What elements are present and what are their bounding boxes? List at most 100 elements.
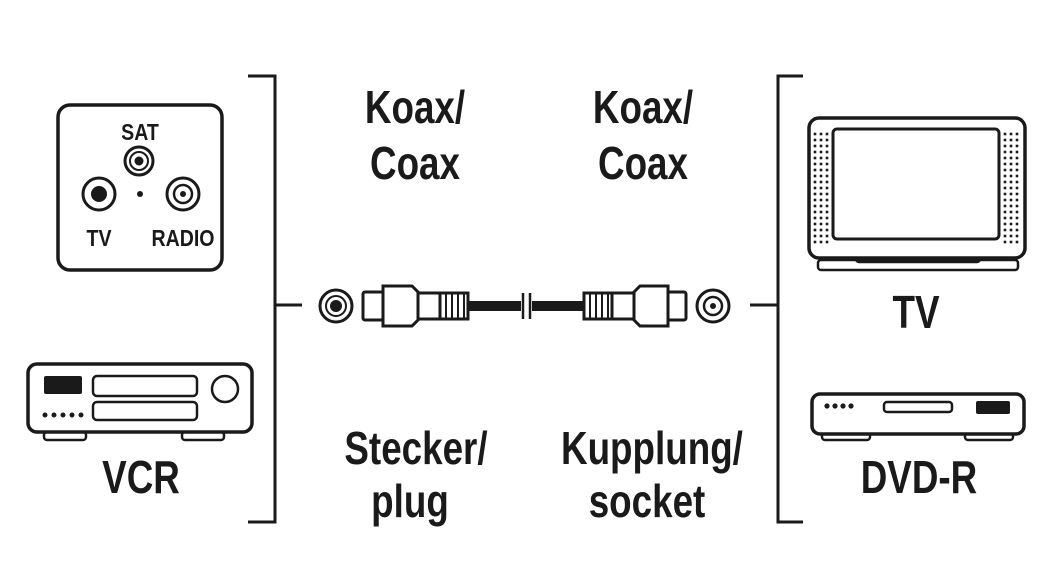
- speaker-dot: [825, 132, 829, 136]
- speaker-dot: [819, 150, 823, 154]
- coax-cable-icon: [318, 284, 731, 328]
- speaker-dot: [1003, 150, 1007, 154]
- speaker-dot: [1009, 222, 1013, 226]
- speaker-dot: [819, 216, 823, 220]
- speaker-dot: [1003, 144, 1007, 148]
- speaker-dot: [1015, 198, 1019, 202]
- speaker-dot: [813, 240, 817, 244]
- speaker-dot: [1015, 144, 1019, 148]
- speaker-dot: [1009, 180, 1013, 184]
- speaker-dot: [1015, 162, 1019, 166]
- speaker-dot: [825, 210, 829, 214]
- speaker-dot: [825, 222, 829, 226]
- speaker-dot: [1009, 174, 1013, 178]
- speaker-dot: [1009, 168, 1013, 172]
- speaker-dot: [1015, 138, 1019, 142]
- coax-plug-icon: [318, 288, 354, 324]
- speaker-dot: [1003, 216, 1007, 220]
- speaker-dot: [813, 216, 817, 220]
- speaker-dot: [819, 138, 823, 142]
- speaker-dot: [819, 144, 823, 148]
- speaker-dot: [819, 198, 823, 202]
- speaker-dot: [1009, 150, 1013, 154]
- speaker-dot: [819, 186, 823, 190]
- speaker-dot: [825, 192, 829, 196]
- speaker-dot: [819, 174, 823, 178]
- speaker-dot: [1015, 156, 1019, 160]
- speaker-dot: [819, 210, 823, 214]
- speaker-dot: [1003, 222, 1007, 226]
- speaker-dot: [1009, 216, 1013, 220]
- speaker-dot: [813, 132, 817, 136]
- speaker-dot: [1003, 210, 1007, 214]
- speaker-dot: [1009, 198, 1013, 202]
- speaker-dot: [813, 180, 817, 184]
- right-bracket: [776, 74, 803, 524]
- speaker-dot: [813, 150, 817, 154]
- speaker-dot: [1015, 240, 1019, 244]
- speaker-dot: [825, 150, 829, 154]
- speaker-dot: [1003, 132, 1007, 136]
- speaker-dot: [1015, 192, 1019, 196]
- speaker-dot: [1003, 234, 1007, 238]
- stecker-line2: plug: [371, 475, 449, 527]
- speaker-dot: [1003, 240, 1007, 244]
- speaker-dot: [825, 216, 829, 220]
- speaker-dot: [813, 228, 817, 232]
- speaker-dot: [1003, 156, 1007, 160]
- dvdr-label: DVD-R: [860, 451, 978, 503]
- speaker-dot: [813, 204, 817, 208]
- koax-right-line1: Koax/: [592, 81, 694, 133]
- speaker-dot: [825, 234, 829, 238]
- tv-label: TV: [892, 286, 940, 338]
- speaker-dot: [813, 162, 817, 166]
- speaker-dot: [813, 138, 817, 142]
- speaker-dot: [1003, 162, 1007, 166]
- socket-radio-label: RADIO: [151, 225, 215, 251]
- speaker-dot: [825, 156, 829, 160]
- speaker-dot: [819, 180, 823, 184]
- speaker-dot: [813, 186, 817, 190]
- koax-left-line2: Coax: [370, 137, 460, 189]
- speaker-dot: [1009, 210, 1013, 214]
- speaker-dot: [1015, 222, 1019, 226]
- stecker-line1: Stecker/: [344, 422, 488, 474]
- speaker-dot: [1009, 240, 1013, 244]
- speaker-dot: [1003, 198, 1007, 202]
- speaker-dot: [825, 186, 829, 190]
- left-bracket: [248, 74, 277, 524]
- speaker-dot: [825, 198, 829, 202]
- speaker-dot: [1015, 186, 1019, 190]
- speaker-dot: [819, 234, 823, 238]
- speaker-dot: [1015, 180, 1019, 184]
- koax-right-line2: Coax: [598, 137, 688, 189]
- speaker-dot: [1009, 192, 1013, 196]
- speaker-dot: [1009, 186, 1013, 190]
- speaker-dot: [819, 162, 823, 166]
- speaker-dot: [1015, 174, 1019, 178]
- speaker-dot: [1003, 174, 1007, 178]
- speaker-dot: [819, 240, 823, 244]
- speaker-dot: [1003, 180, 1007, 184]
- speaker-dot: [1003, 186, 1007, 190]
- speaker-dot: [825, 240, 829, 244]
- speaker-dot: [813, 198, 817, 202]
- speaker-dot: [825, 138, 829, 142]
- speaker-dot: [1015, 150, 1019, 154]
- speaker-dot: [819, 132, 823, 136]
- speaker-dot: [1009, 162, 1013, 166]
- speaker-dot: [819, 168, 823, 172]
- speaker-dot: [819, 156, 823, 160]
- speaker-dot: [819, 204, 823, 208]
- speaker-dot: [825, 228, 829, 232]
- speaker-dot: [813, 234, 817, 238]
- socket-sat-label: SAT: [121, 119, 159, 145]
- speaker-dot: [813, 174, 817, 178]
- speaker-dot: [825, 174, 829, 178]
- speaker-dot: [813, 168, 817, 172]
- speaker-dot: [1009, 228, 1013, 232]
- speaker-dot: [1015, 210, 1019, 214]
- speaker-dot: [1009, 234, 1013, 238]
- speaker-dot: [825, 144, 829, 148]
